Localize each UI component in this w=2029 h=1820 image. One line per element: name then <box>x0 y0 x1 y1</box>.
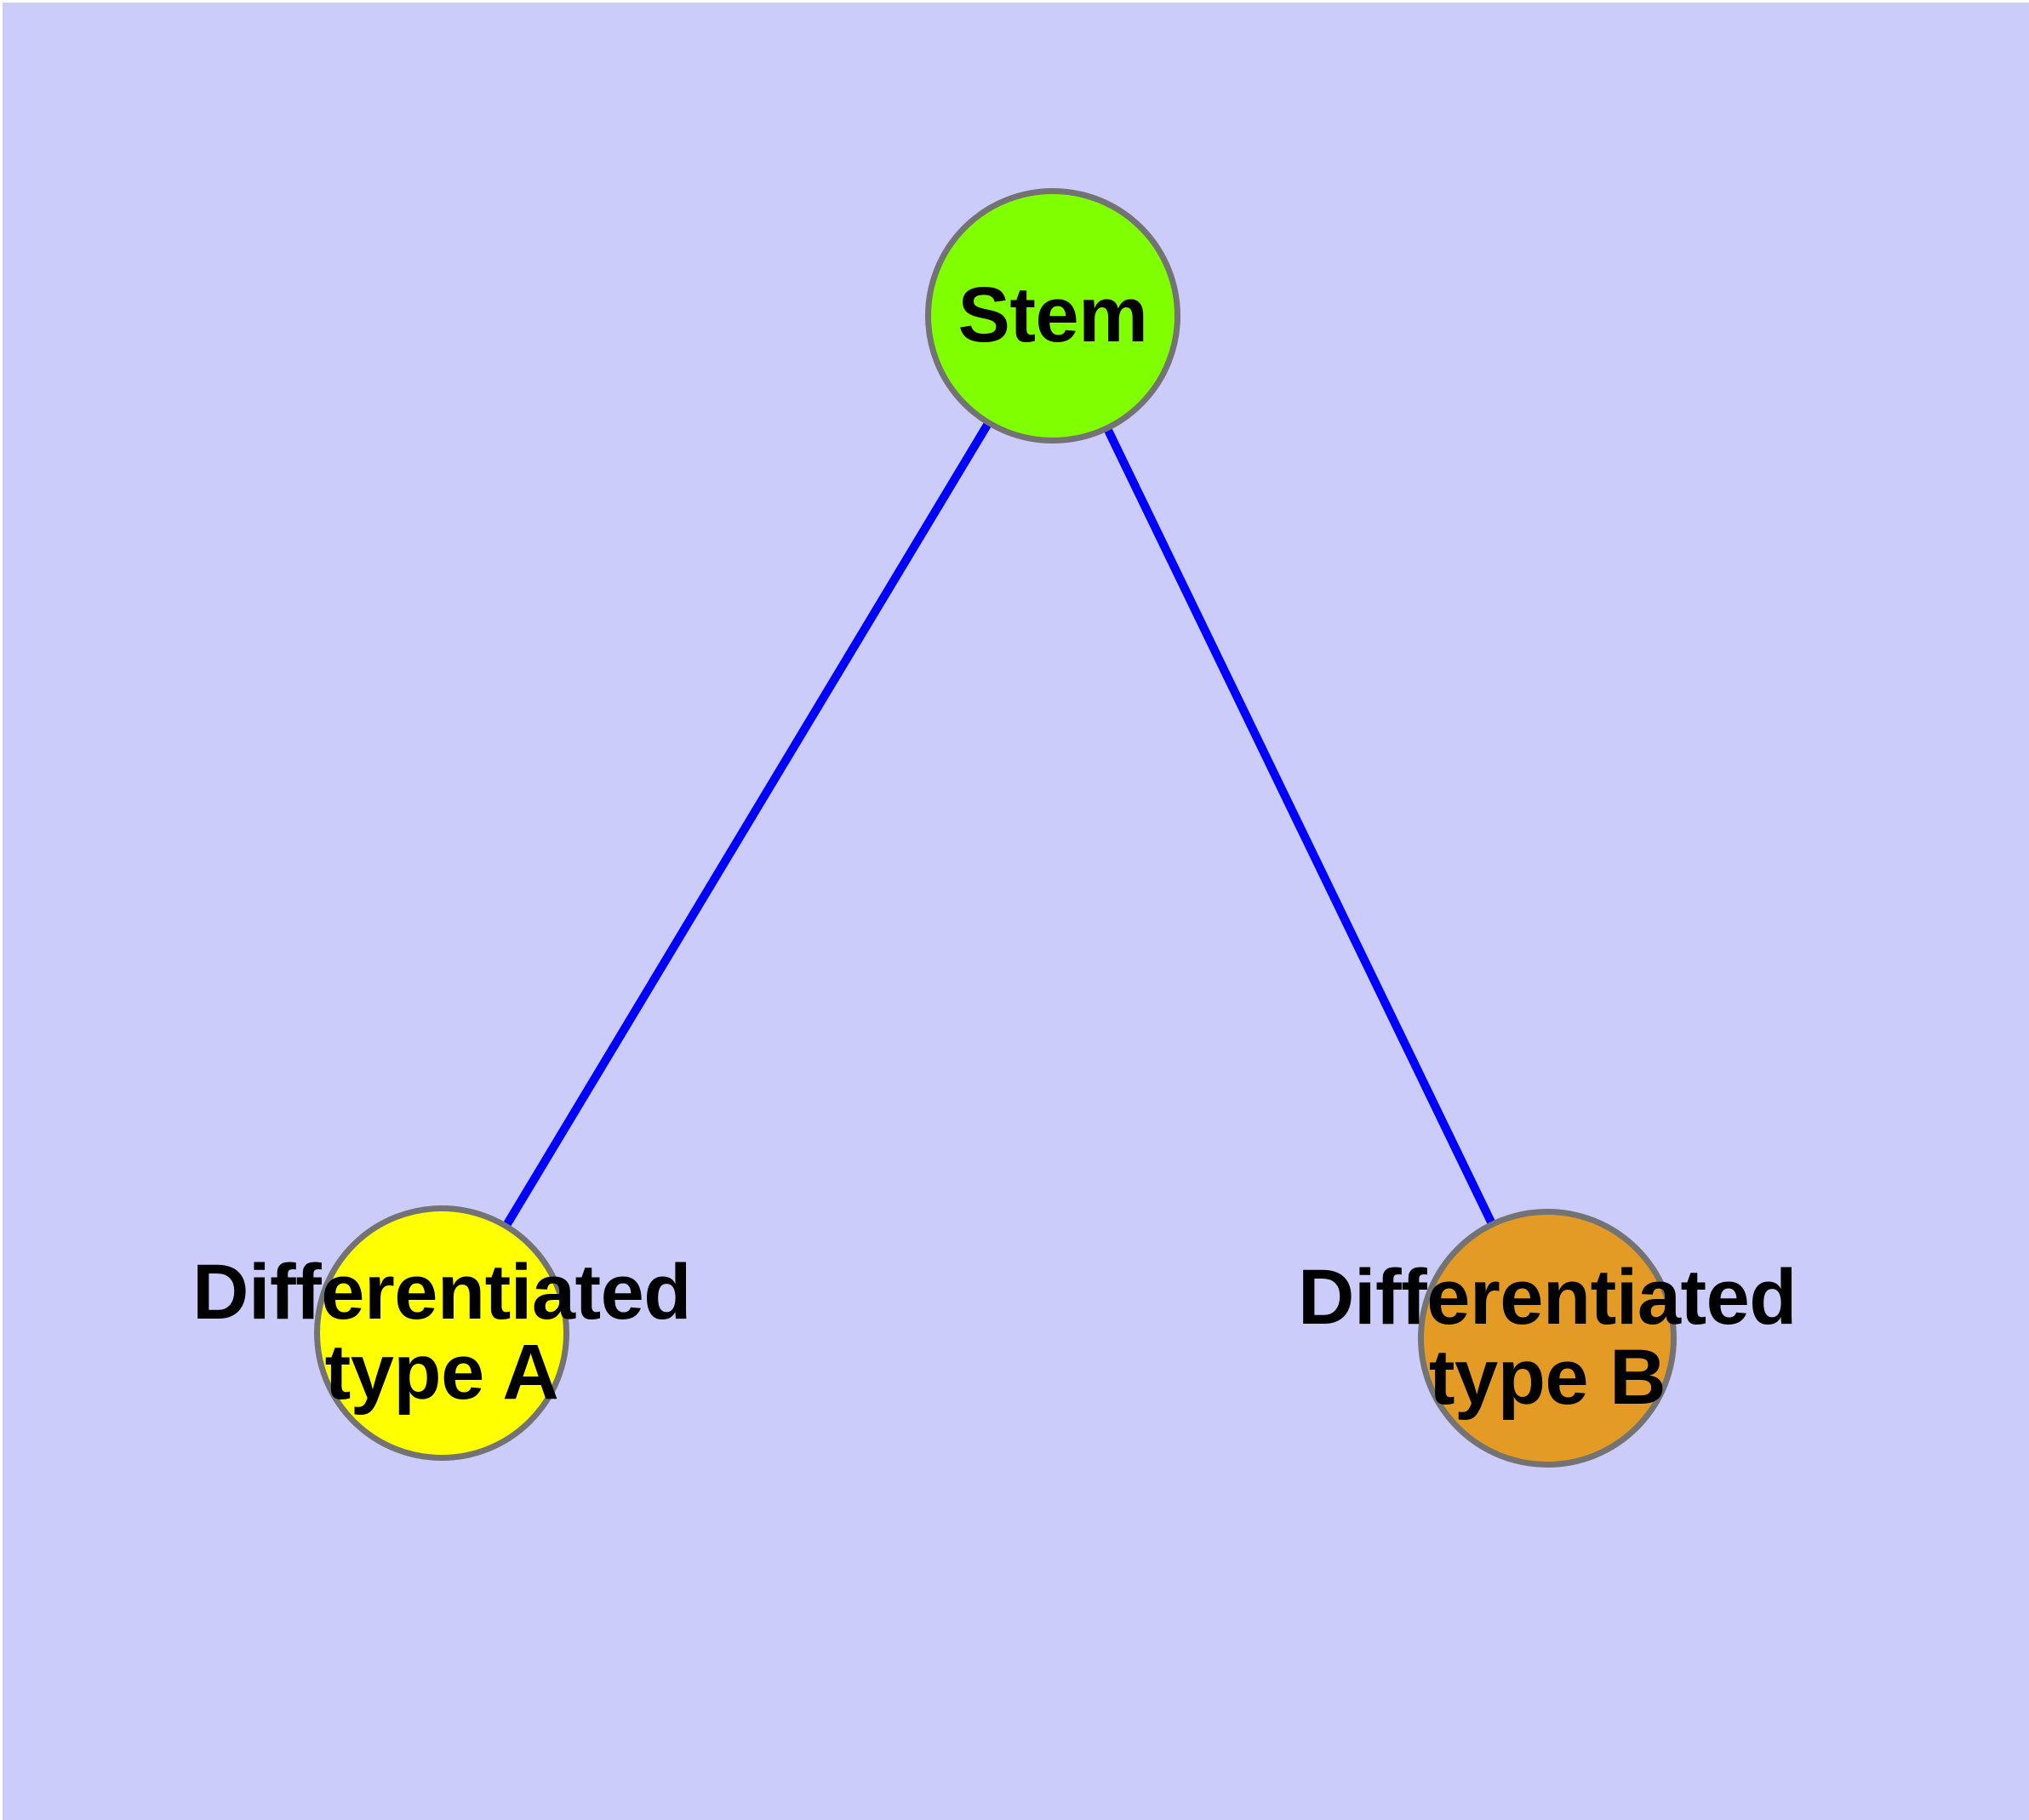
graph-node-diff_a[interactable] <box>314 1205 569 1461</box>
graph-edge[interactable] <box>500 409 999 1231</box>
graph-edge[interactable] <box>1097 415 1497 1228</box>
graph-node-stem[interactable] <box>925 188 1180 444</box>
node-layer <box>314 188 1677 1468</box>
edge-layer <box>500 409 1497 1231</box>
graph-node-diff_b[interactable] <box>1418 1209 1677 1468</box>
